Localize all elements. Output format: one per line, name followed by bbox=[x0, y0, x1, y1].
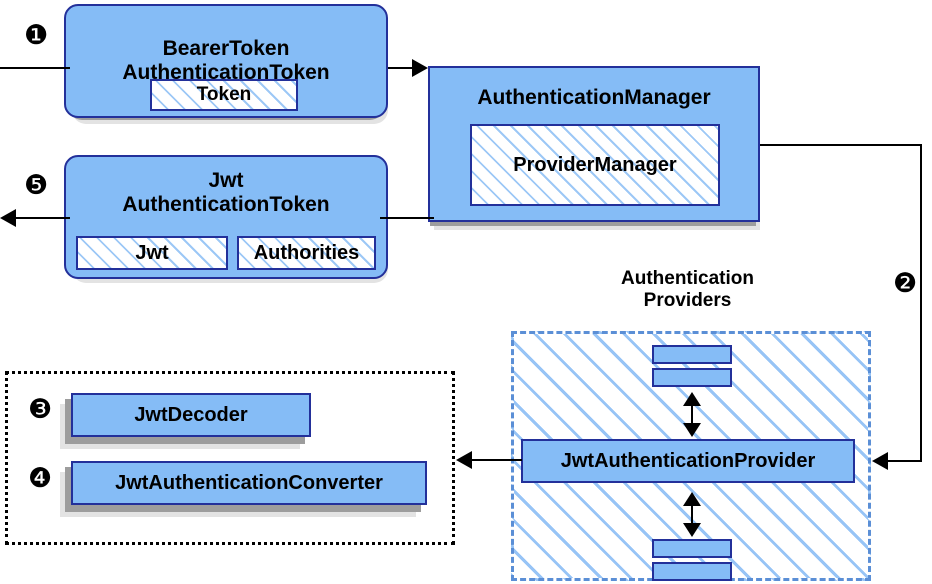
bearer-to-manager-arrowhead bbox=[412, 59, 428, 77]
provider-link-top-arrow-down bbox=[683, 423, 701, 437]
step-5-badge: ❺ bbox=[24, 170, 49, 201]
support-components-region bbox=[5, 371, 455, 545]
provider-bar-bottom-1 bbox=[652, 539, 732, 558]
auth-manager-inner-provider-manager-box[interactable]: ProviderManager bbox=[470, 124, 720, 206]
jwt-token-title-line1: Jwt bbox=[208, 169, 244, 192]
manager-to-provider-arrowhead bbox=[872, 452, 888, 470]
manager-to-provider-line-bottom bbox=[874, 460, 922, 462]
step-1-badge: ❶ bbox=[24, 20, 49, 51]
provider-to-support-line bbox=[472, 459, 522, 461]
provider-link-bottom-line bbox=[691, 495, 693, 533]
provider-link-top-arrow-up bbox=[683, 392, 701, 406]
jwt-decoder-box[interactable]: JwtDecoder bbox=[71, 393, 311, 437]
outgoing-token-arrowhead bbox=[0, 209, 16, 227]
jwt-token-title-line2: AuthenticationToken bbox=[122, 192, 330, 216]
jwt-token-inner-authorities-box[interactable]: Authorities bbox=[237, 236, 376, 270]
jwt-token-inner-jwt-box[interactable]: Jwt bbox=[76, 236, 228, 270]
provider-bar-top-2 bbox=[652, 368, 732, 387]
incoming-request-line bbox=[0, 67, 70, 69]
manager-to-provider-line-top bbox=[760, 144, 922, 146]
provider-to-support-arrowhead bbox=[456, 451, 472, 469]
bearer-token-inner-token-box[interactable]: Token bbox=[150, 79, 298, 111]
outgoing-token-line bbox=[6, 217, 70, 219]
providers-caption-line1: Authentication bbox=[621, 268, 754, 289]
jwt-authentication-provider-box[interactable]: JwtAuthenticationProvider bbox=[521, 439, 855, 483]
bearer-token-title-line1: BearerToken bbox=[162, 37, 290, 61]
provider-link-bottom-arrow-up bbox=[683, 492, 701, 506]
bearer-to-manager-line bbox=[388, 67, 420, 69]
provider-bar-top-1 bbox=[652, 345, 732, 364]
bearer-token-title-line2: AuthenticationToken bbox=[122, 61, 330, 84]
manager-to-provider-line-vertical bbox=[920, 144, 922, 461]
providers-caption-line2: Providers bbox=[643, 290, 732, 312]
jwt-authentication-converter-box[interactable]: JwtAuthenticationConverter bbox=[71, 461, 427, 505]
provider-link-top-line bbox=[691, 395, 693, 433]
manager-to-jwt-token-line bbox=[380, 217, 434, 219]
auth-manager-title: AuthenticationManager bbox=[477, 86, 711, 109]
provider-bar-bottom-2 bbox=[652, 562, 732, 581]
provider-link-bottom-arrow-down bbox=[683, 523, 701, 537]
step-2-badge: ❷ bbox=[893, 268, 918, 299]
step-4-badge: ❹ bbox=[28, 463, 53, 494]
step-3-badge: ❸ bbox=[28, 394, 53, 425]
authentication-providers-caption: Authentication Providers bbox=[560, 268, 815, 313]
